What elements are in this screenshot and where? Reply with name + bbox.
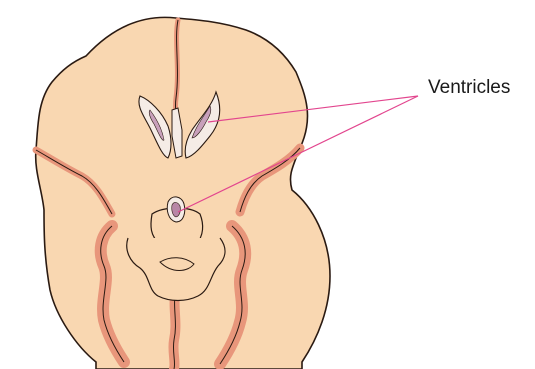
brain-outline (36, 17, 330, 369)
ventricles-label: Ventricles (428, 77, 510, 98)
